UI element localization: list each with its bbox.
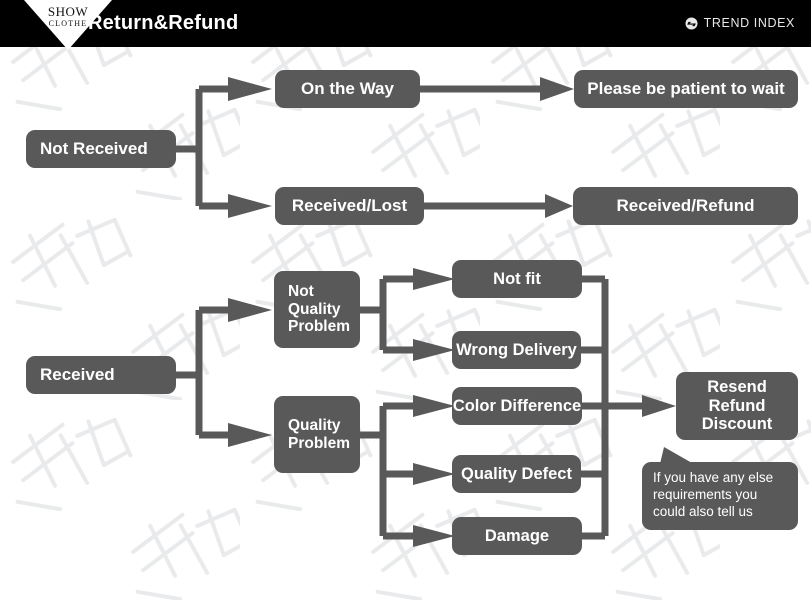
callout-line-3: could also tell us [653,503,753,519]
node-label: Not Quality Problem [288,283,351,336]
node-not-received[interactable]: Not Received [26,130,176,168]
node-received[interactable]: Received [26,356,176,394]
node-label: Not Received [40,139,148,159]
node-reason-quality-defect[interactable]: Quality Defect [452,455,581,493]
node-reason-damage[interactable]: Damage [452,517,582,555]
node-not-quality-problem[interactable]: Not Quality Problem [274,271,360,348]
flowchart-canvas: Not Received On the Way Received/Lost Pl… [0,47,811,605]
callout-note[interactable]: If you have any else requirements you co… [642,462,798,530]
node-reason-color-difference[interactable]: Color Difference [452,387,582,425]
node-please-be-patient-to-wait[interactable]: Please be patient to wait [574,70,798,108]
node-label: Please be patient to wait [587,79,785,99]
node-on-the-way[interactable]: On the Way [275,70,420,108]
trend-index-brand: TREND INDEX [685,16,795,30]
node-label: Quality Problem [288,417,351,452]
callout-line-1: If you have any else [653,470,774,485]
node-reason-not-fit[interactable]: Not fit [452,260,582,298]
node-resolution-resend-refund-discount[interactable]: Resend Refund Discount [676,372,798,440]
node-label: Color Difference [452,396,582,415]
node-label: Received/Lost [291,196,408,216]
resolution-line-3: Discount [701,415,773,434]
resolution-line-1: Resend [707,378,767,397]
node-label: Not fit [493,269,541,288]
node-quality-problem[interactable]: Quality Problem [274,396,360,473]
trend-index-icon [685,17,698,29]
trend-index-label: TREND INDEX [703,16,795,30]
node-label: Received/Refund [616,196,755,216]
node-reason-wrong-delivery[interactable]: Wrong Delivery [452,331,581,369]
node-received-refund[interactable]: Received/Refund [573,187,798,225]
node-label: Quality Defect [461,464,572,483]
callout-line-2: requirements you [653,486,758,502]
node-label: On the Way [301,79,394,99]
resolution-line-2: Refund [708,396,766,415]
page-title: Return&Refund [88,12,239,34]
node-label: Damage [484,526,550,545]
node-label: Wrong Delivery [456,340,577,359]
node-label: Received [40,365,115,385]
node-received-lost[interactable]: Received/Lost [275,187,424,225]
